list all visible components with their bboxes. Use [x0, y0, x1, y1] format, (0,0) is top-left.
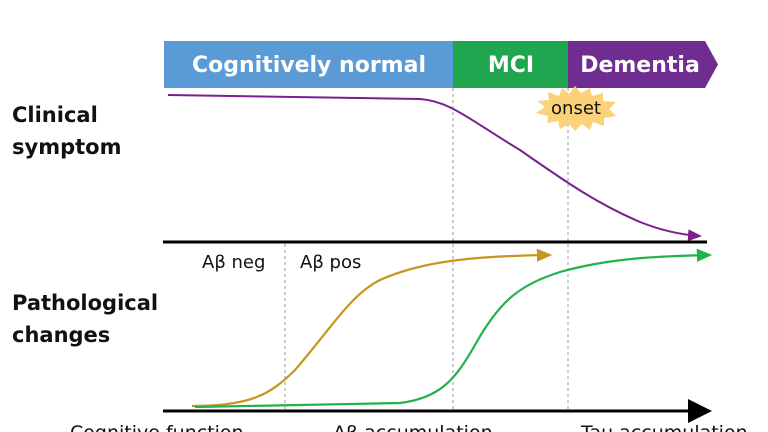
- onset-starburst: [536, 86, 616, 131]
- clinical-label-line2: symptom: [12, 135, 121, 159]
- onset-label: onset: [551, 98, 601, 119]
- legend-cognitive-function: Cognitive function: [70, 422, 244, 432]
- stage-label-dementia: Dementia: [580, 53, 700, 78]
- legend-abeta-accumulation: Aβ accumulation: [333, 422, 493, 432]
- stage-label-normal: Cognitively normal: [192, 53, 426, 78]
- abeta-pos-label: Aβ pos: [300, 252, 361, 273]
- pathological-label-line2: changes: [12, 323, 110, 347]
- pathological-label-line1: Pathological: [12, 291, 158, 315]
- stage-label-mci: MCI: [488, 53, 534, 78]
- clinical-label-line1: Clinical: [12, 103, 98, 127]
- stage-dividers: [284, 88, 569, 410]
- cognitive-function-curve: [167, 94, 702, 242]
- stage-band-mci: [453, 41, 568, 88]
- stage-band-normal: [164, 41, 454, 88]
- stage-band-dementia: [568, 41, 718, 88]
- legend-tau-accumulation: Tau accumulation: [580, 422, 748, 432]
- tau-accumulation-curve: [194, 248, 713, 409]
- abeta-neg-label: Aβ neg: [202, 252, 265, 273]
- abeta-accumulation-curve: [191, 248, 553, 408]
